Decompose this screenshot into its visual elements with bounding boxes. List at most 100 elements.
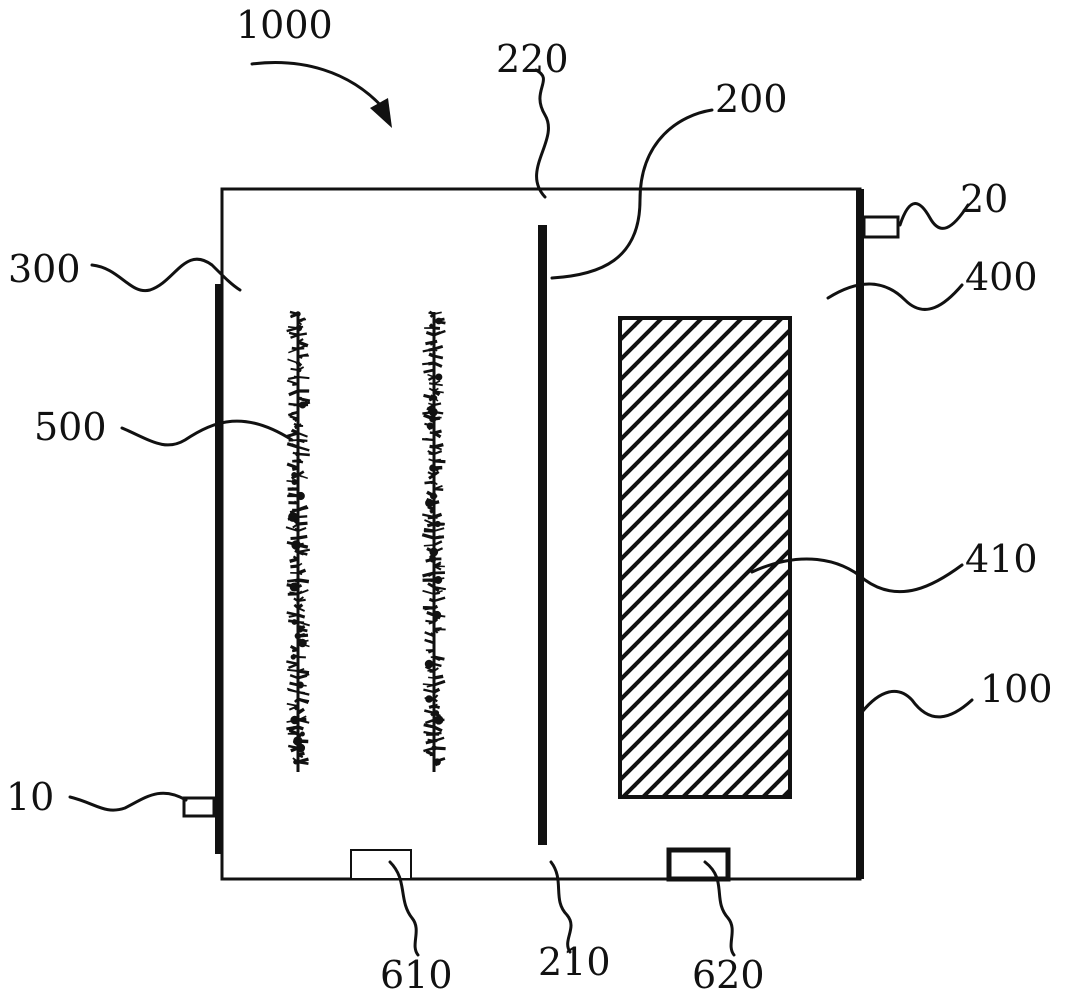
- bristle: [433, 655, 441, 661]
- bottom-port-right: [666, 847, 731, 882]
- bristle-clump: [425, 498, 434, 508]
- bristle: [433, 628, 446, 631]
- bristle: [424, 631, 435, 638]
- bristle: [433, 515, 438, 519]
- bristle: [423, 730, 435, 736]
- bristle: [297, 318, 307, 322]
- bristle: [433, 679, 446, 687]
- label-10: 10: [6, 775, 54, 819]
- bristle: [293, 597, 299, 602]
- bristle: [290, 333, 299, 339]
- bristle-clump: [429, 547, 439, 557]
- bristle-clump: [425, 695, 433, 703]
- bristle: [425, 749, 435, 757]
- bristle: [428, 352, 435, 358]
- bristle: [290, 367, 299, 371]
- bristle: [293, 424, 299, 430]
- bristle: [428, 387, 435, 392]
- bristle-clump: [432, 610, 442, 620]
- leader-210: [549, 860, 573, 954]
- bristle: [433, 500, 440, 505]
- leader-410: [750, 557, 964, 594]
- bristle: [424, 718, 435, 725]
- bristle: [297, 709, 303, 715]
- packing-bed: [618, 316, 792, 799]
- bristle: [297, 445, 310, 452]
- bristle-clump: [291, 540, 301, 550]
- label-410: 410: [965, 537, 1038, 581]
- bristle: [423, 544, 435, 547]
- leader-620: [703, 860, 736, 957]
- bristle: [297, 515, 308, 519]
- bristle: [297, 562, 303, 567]
- bristle: [297, 578, 310, 584]
- bristle-clump: [433, 710, 440, 716]
- bristle: [289, 645, 299, 652]
- bristle: [286, 702, 299, 707]
- bristle-clump: [435, 373, 443, 381]
- bristle: [433, 458, 442, 463]
- bristle: [428, 676, 435, 679]
- bristle: [297, 760, 309, 765]
- bristle: [297, 521, 308, 526]
- bristle-clump: [295, 324, 303, 332]
- bristle: [425, 340, 435, 346]
- bristle: [294, 549, 299, 554]
- bristle: [289, 674, 299, 680]
- bristle: [286, 442, 299, 449]
- bristle: [289, 729, 299, 736]
- bristle: [425, 606, 435, 610]
- bristle-clump: [429, 464, 437, 472]
- bristle: [297, 332, 308, 337]
- bristle: [297, 354, 303, 359]
- bristle: [428, 402, 435, 406]
- bristle-clump: [429, 555, 437, 563]
- bristle-clump: [428, 407, 438, 417]
- label-400: 400: [965, 255, 1038, 299]
- bristle: [433, 402, 442, 407]
- bristle-clump: [291, 479, 298, 485]
- bristle: [433, 738, 438, 743]
- bristle: [432, 585, 440, 593]
- bristle: [292, 725, 299, 729]
- label-1000: 1000: [236, 3, 333, 47]
- bristle: [297, 572, 303, 576]
- bristle-clump: [291, 472, 298, 478]
- outlet-port: [862, 215, 900, 239]
- bristle: [428, 382, 435, 386]
- bristle: [287, 668, 299, 672]
- bristle-clump: [298, 638, 307, 648]
- bristle: [287, 744, 299, 750]
- leader-20: [898, 202, 970, 230]
- bristle: [297, 669, 310, 675]
- bristle: [425, 330, 435, 337]
- bristle: [288, 613, 299, 618]
- bristle: [421, 533, 435, 540]
- bristle: [297, 603, 304, 610]
- bristle: [286, 462, 299, 470]
- bristle: [433, 390, 444, 394]
- bristle: [425, 723, 435, 729]
- leader-400: [826, 282, 964, 311]
- bristle: [287, 688, 299, 693]
- bristle: [433, 540, 443, 547]
- bristle: [297, 550, 305, 556]
- bristle: [297, 674, 308, 680]
- leader-100: [860, 690, 974, 719]
- bristle: [290, 564, 299, 569]
- bristle: [297, 613, 306, 619]
- bristle: [289, 508, 299, 514]
- bristle: [297, 375, 310, 380]
- bristle-clump: [295, 360, 301, 366]
- bristle: [292, 382, 299, 386]
- bristle-clump: [432, 395, 438, 401]
- bristle: [429, 313, 435, 318]
- bristle: [433, 331, 441, 337]
- bristle: [425, 619, 435, 624]
- leader-200: [550, 108, 714, 280]
- bristle-clump: [296, 743, 306, 753]
- bristle: [422, 347, 435, 353]
- bristle: [293, 519, 300, 526]
- bristle: [297, 506, 309, 512]
- brush-electrode: [285, 310, 311, 772]
